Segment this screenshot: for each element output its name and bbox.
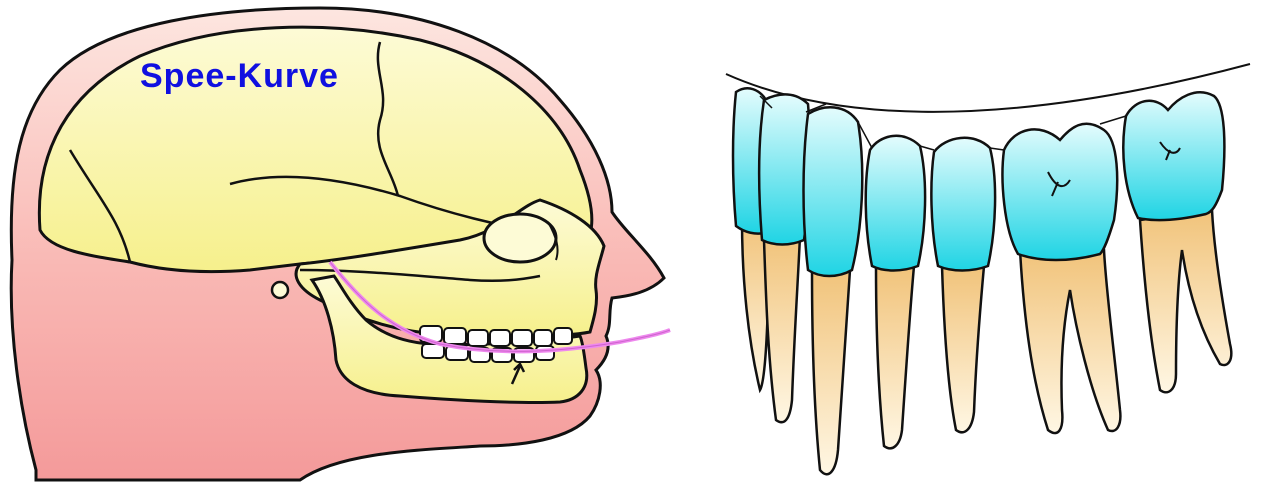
tooth-2 xyxy=(759,94,810,422)
tooth-7 xyxy=(1123,92,1231,392)
orbit xyxy=(484,214,556,262)
tooth-5 xyxy=(931,138,995,432)
ear-canal xyxy=(272,282,288,298)
diagram-title: Spee-Kurve xyxy=(140,57,339,95)
tooth-6 xyxy=(1003,124,1121,433)
tooth-row-illustration xyxy=(726,64,1250,474)
tooth-4 xyxy=(866,136,925,448)
tooth-3 xyxy=(804,107,863,474)
head-skull-illustration: Spee-Kurve xyxy=(11,8,670,480)
